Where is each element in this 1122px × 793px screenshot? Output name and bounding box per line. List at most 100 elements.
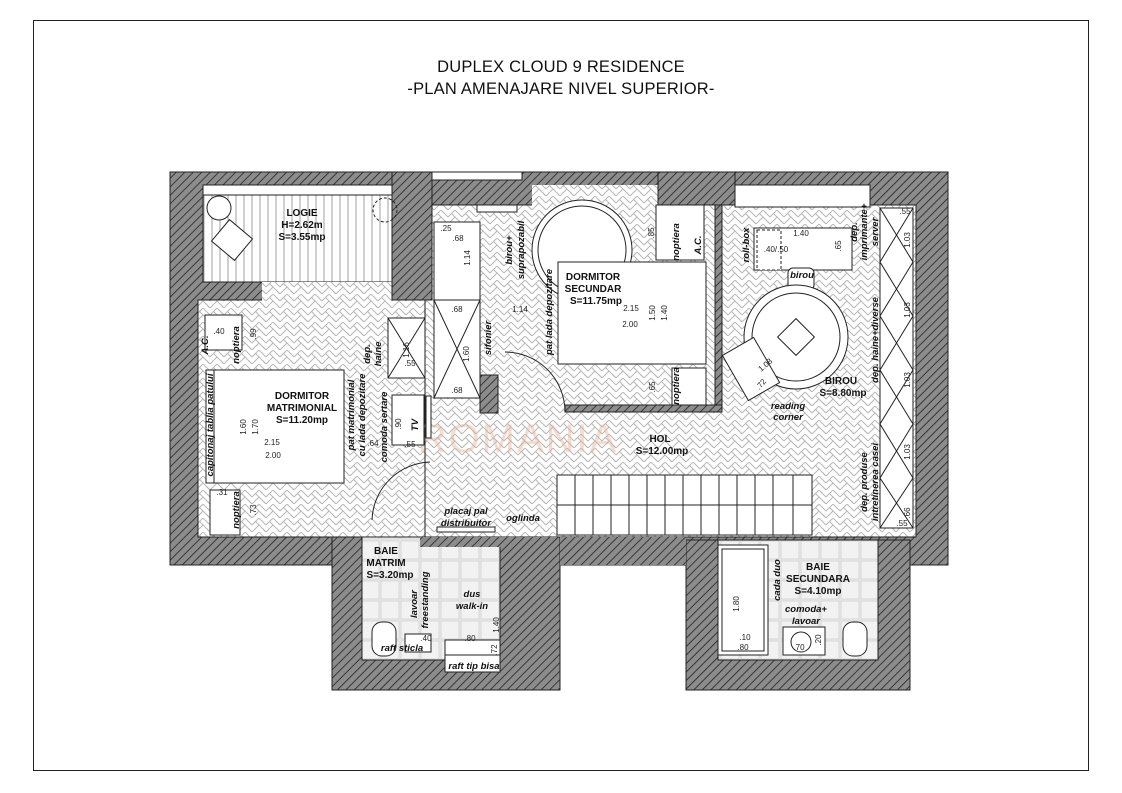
room-name-baie-secundara: BAIE	[806, 562, 830, 573]
note-roll-box: roll-box	[741, 227, 752, 263]
shower-tray	[444, 639, 501, 656]
dim: 1.03	[903, 444, 912, 460]
drawing-frame	[33, 20, 1089, 771]
room-area-birou: S=8.80mp	[820, 388, 867, 399]
lavoar	[404, 633, 432, 653]
note-oglinda: oglinda	[506, 513, 540, 524]
note-imprimante: imprimante+	[859, 203, 870, 260]
comoda-sertare	[391, 394, 425, 446]
note-dus: dus	[464, 589, 481, 600]
room-name-dormitor-matrimonial-2: MATRIMONIAL	[267, 403, 337, 414]
tv	[425, 395, 432, 439]
dim: 1.40	[492, 617, 501, 633]
room-name-dormitor-matrimonial: DORMITOR	[275, 391, 330, 402]
dim: .85	[647, 227, 656, 239]
note-intretinerea: intretinerea casei	[870, 443, 881, 522]
dim: 2.15	[623, 304, 639, 313]
logie-plant	[372, 197, 398, 223]
room-height-logie: H=2.62m	[281, 220, 323, 231]
dim: .55	[896, 519, 908, 528]
dim: .68	[452, 234, 464, 243]
dim: .73	[249, 504, 258, 516]
furniture	[204, 195, 914, 657]
note-server: server	[870, 216, 881, 246]
nightstand	[209, 489, 241, 536]
dim: .80	[464, 634, 476, 643]
room-area-logie: S=3.55mp	[279, 232, 326, 243]
room-labels: LOGIE H=2.62m S=3.55mp DORMITOR MATRIMON…	[267, 208, 867, 597]
dim: 1.14	[463, 250, 472, 266]
dim: .64	[367, 439, 379, 448]
note-sifonier: sifonier	[483, 320, 494, 356]
dim: .10	[739, 633, 751, 642]
dim: .55	[899, 207, 911, 216]
note-pat-matrimonial: pat matrimonial	[346, 379, 357, 451]
wc	[371, 621, 397, 657]
dim: .65	[834, 240, 843, 252]
note-dep-haine-diverse: dep. haine+diverse	[870, 296, 881, 383]
second-bed	[557, 261, 707, 365]
dim: .55	[404, 440, 416, 449]
dim: 1.60	[462, 346, 471, 362]
nightstand	[204, 314, 243, 351]
room-name-birou: BIROU	[825, 376, 857, 387]
storage-column	[879, 207, 914, 529]
room-area-hol: S=12.00mp	[636, 446, 689, 457]
note-distribuitor: distribuitor	[441, 518, 492, 529]
dim: .55	[404, 359, 416, 368]
dim: 1.14	[512, 305, 528, 314]
dim: .90	[394, 418, 403, 430]
note-comoda-sertare: comoda sertare	[379, 391, 390, 462]
note-birou-desk: birou	[790, 270, 814, 281]
dim: 1.80	[732, 596, 741, 612]
note-capitonaj: capitonaj tablia patului	[205, 373, 216, 476]
note-ac: A.C.	[693, 236, 704, 256]
plan-subtitle: -PLAN AMENAJARE NIVEL SUPERIOR-	[407, 80, 715, 98]
furniture-notes: birou+ suprapozabil sifonier pat lada de…	[200, 203, 881, 672]
dim: .40/.50	[764, 245, 789, 254]
room-area-baie-matrim: S=3.20mp	[367, 570, 414, 581]
dim: .70	[793, 643, 805, 652]
plan-title: DUPLEX CLOUD 9 RESIDENCE	[437, 58, 685, 76]
note-raft-sticla: raft sticla	[381, 643, 423, 654]
dim: 2.00	[265, 451, 281, 460]
dim: .66	[903, 507, 912, 519]
note-birou: birou+	[504, 235, 515, 265]
room-area-dormitor-matrimonial: S=11.20mp	[276, 415, 328, 426]
note-placaj: placaj pal	[443, 506, 488, 517]
dim: .31	[216, 488, 228, 497]
room-name-hol: HOL	[649, 434, 670, 445]
dim: 1.70	[251, 419, 260, 435]
room-name-baie-secundara-2: SECUNDARA	[786, 574, 850, 585]
note-dep: dep.	[849, 222, 860, 242]
dim: 2.00	[622, 320, 638, 329]
master-bed	[213, 369, 345, 484]
note-noptiera: noptiera	[231, 326, 242, 363]
logie-chair	[210, 218, 254, 262]
dim: 1.60	[239, 419, 248, 435]
watermark-logo: ROMANIA	[418, 417, 619, 461]
dim: 1.03	[903, 232, 912, 248]
dim: .99	[249, 328, 258, 340]
dim: .65	[648, 381, 657, 393]
note-suprapozabil: suprapozabil	[516, 220, 527, 279]
desk-suprapozabil	[433, 221, 481, 301]
note-noptiera: noptiera	[671, 223, 682, 260]
room-name-dormitor-secundar-2: SECUNDAR	[565, 284, 622, 295]
room-name-baie-matrim: BAIE	[374, 546, 398, 557]
note-dep-produse: dep. produse	[859, 451, 870, 511]
note-cada-duo: cada duo	[772, 559, 783, 601]
dim: .68	[451, 386, 463, 395]
note-cu-lada: cu lada depozitare	[357, 373, 368, 457]
note-haine: haine	[373, 341, 384, 367]
note-dep: dep.	[362, 344, 373, 364]
note-noptiera: noptiera	[671, 367, 682, 404]
note-freestanding: freestanding	[420, 571, 431, 628]
dim: 1.03	[903, 372, 912, 388]
dim: .40	[213, 327, 225, 336]
note-lavoar: lavoar	[409, 589, 420, 618]
note-corner: corner	[773, 412, 804, 423]
logie-table	[206, 195, 232, 221]
dim: .40	[420, 634, 432, 643]
